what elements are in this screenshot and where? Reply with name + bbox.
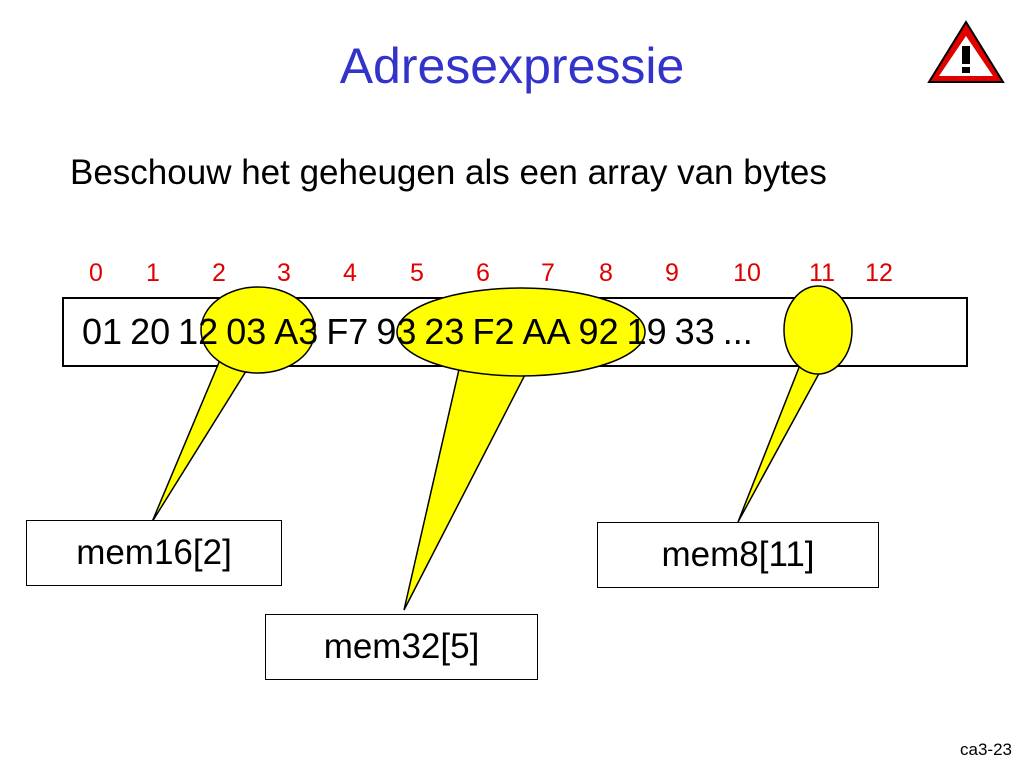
- memory-byte: 03: [226, 311, 267, 352]
- index-label: 0: [89, 259, 103, 287]
- memory-byte: F7: [326, 311, 369, 352]
- memory-byte: 12: [178, 311, 219, 352]
- index-label: 9: [665, 259, 679, 287]
- index-label: 6: [476, 259, 490, 287]
- slide-title: Adresexpressie: [339, 38, 685, 94]
- index-label: 7: [541, 259, 555, 287]
- memory-byte: 23: [424, 311, 465, 352]
- memory-bytes: 01 20 12 03 A3 F7 93 23 F2 AA 92 19 33 .…: [82, 310, 753, 354]
- callout-box-mem16: mem16[2]: [26, 520, 282, 586]
- index-label: 11: [809, 259, 835, 287]
- memory-byte: AA: [522, 311, 571, 352]
- index-label: 4: [343, 259, 357, 287]
- callout-pointer-mem32: [403, 364, 532, 611]
- index-label: 2: [212, 259, 226, 287]
- memory-byte: F2: [472, 311, 515, 352]
- memory-byte: 01: [82, 311, 123, 352]
- index-label: 5: [410, 259, 424, 287]
- index-label: 10: [733, 259, 761, 287]
- memory-byte: 93: [376, 311, 417, 352]
- index-label: 1: [146, 259, 160, 287]
- index-label: 12: [865, 259, 893, 287]
- memory-byte: ...: [722, 311, 753, 352]
- slide-footer: ca3-23: [960, 740, 1012, 759]
- memory-byte: 33: [674, 311, 715, 352]
- highlight-ellipse-mem8: [783, 285, 853, 375]
- slide-body-text: Beschouw het geheugen als een array van …: [70, 153, 827, 192]
- warning-triangle-icon: [927, 20, 1005, 83]
- memory-byte: 20: [130, 311, 171, 352]
- callout-pointer-mem8: [737, 364, 824, 523]
- memory-byte: 19: [626, 311, 667, 352]
- callout-box-mem8: mem8[11]: [597, 522, 879, 588]
- highlight-ellipse-mem32: [396, 287, 646, 377]
- index-label: 3: [277, 259, 291, 287]
- memory-byte: A3: [274, 311, 319, 352]
- callout-box-mem32: mem32[5]: [265, 614, 538, 680]
- memory-byte: 92: [578, 311, 619, 352]
- highlight-ellipse-mem16: [200, 286, 316, 374]
- index-label: 8: [599, 259, 613, 287]
- callout-pointer-mem16: [151, 359, 250, 523]
